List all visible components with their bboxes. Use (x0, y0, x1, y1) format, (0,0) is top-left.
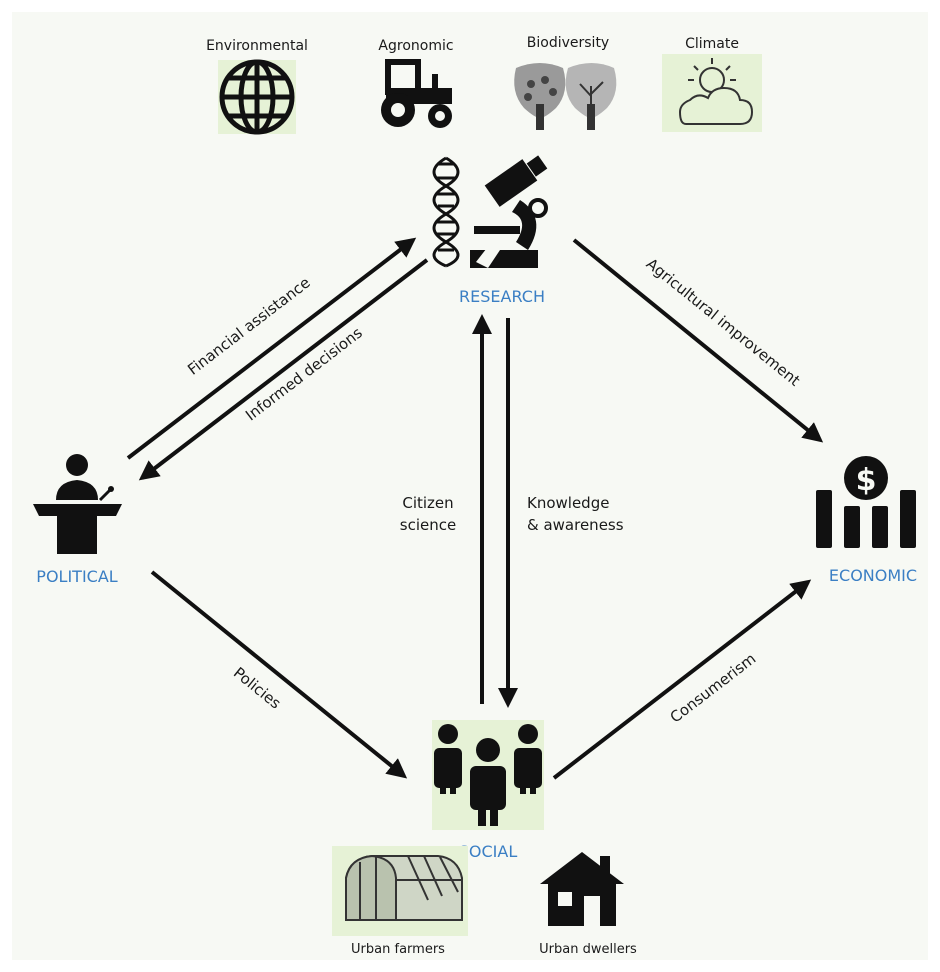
top-icon-climate: Climate (662, 36, 762, 132)
people-group-icon (434, 724, 542, 826)
arrow-political-to-research (126, 237, 417, 460)
sun-cloud-icon (678, 58, 754, 125)
dna-icon (432, 156, 460, 268)
arrow-social-to-economic (552, 579, 812, 780)
top-icon-label: Agronomic (378, 38, 453, 54)
top-icon-label: Climate (685, 36, 739, 52)
globe-icon (219, 59, 295, 135)
node-social: SOCIAL (432, 720, 544, 861)
edge-label-citizen: Citizen (402, 494, 453, 512)
microscope-icon (470, 155, 548, 268)
speaker-podium-icon (33, 454, 122, 554)
dollar-bank-icon: $ (816, 456, 916, 548)
top-icon-environmental: Environmental (206, 38, 308, 135)
edge-label-consumerism: Consumerism (667, 650, 760, 727)
node-label-political: POLITICAL (36, 567, 117, 586)
dna-microscope-icon (432, 155, 548, 268)
bottom-icon-urban-dwellers: Urban dwellers (539, 852, 637, 957)
top-icon-label: Biodiversity (527, 35, 609, 51)
bottom-icon-urban-farmers: Urban farmers (332, 846, 468, 957)
edge-label-awareness: & awareness (527, 516, 624, 534)
bottom-icon-label: Urban dwellers (539, 942, 637, 957)
node-economic: $ ECONOMIC (816, 456, 917, 585)
edge-label-science: science (400, 516, 456, 534)
edge-label-knowledge: Knowledge (527, 494, 609, 512)
tractor-icon (381, 59, 452, 128)
node-label-economic: ECONOMIC (829, 566, 917, 585)
node-label-social: SOCIAL (459, 842, 518, 861)
node-research: RESEARCH (432, 155, 548, 306)
top-icon-label: Environmental (206, 38, 308, 54)
arrow-research-to-political (138, 258, 429, 481)
top-icon-agronomic: Agronomic (378, 38, 454, 128)
trees-icon (514, 63, 617, 130)
arrow-political-to-social (150, 570, 408, 779)
house-icon (540, 852, 624, 926)
top-icon-biodiversity: Biodiversity (514, 35, 617, 130)
edge-label-informed-decisions: Informed decisions (242, 324, 366, 425)
greenhouse-icon (345, 854, 463, 921)
arrow-research-to-economic (572, 238, 824, 443)
node-political: POLITICAL (33, 454, 122, 586)
bottom-icon-label: Urban farmers (351, 942, 445, 957)
node-label-research: RESEARCH (459, 287, 545, 306)
svg-text:$: $ (856, 463, 877, 498)
edge-label-agricultural-improvement: Agricultural improvement (643, 255, 804, 390)
